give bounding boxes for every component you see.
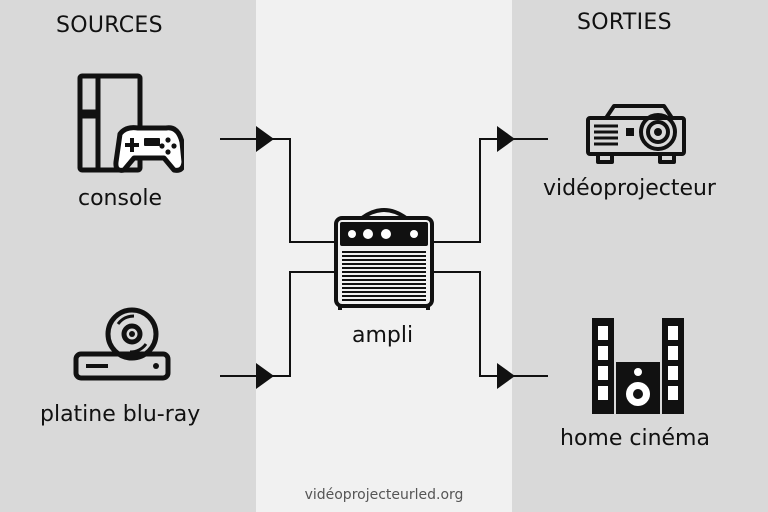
bluray-label: platine blu-ray: [40, 402, 201, 427]
projector-icon: [586, 104, 686, 164]
ampli-label: ampli: [352, 323, 414, 348]
sources-panel: [0, 0, 256, 512]
wire-bluray-to-ampli: [220, 271, 334, 377]
bluray-player-icon: [73, 307, 171, 381]
homecinema-label: home cinéma: [560, 426, 710, 451]
game-console-icon: [77, 73, 184, 173]
projector-label: vidéoprojecteur: [543, 176, 716, 201]
outputs-heading: SORTIES: [577, 10, 672, 35]
arrow-bluray: [256, 363, 274, 389]
wire-console-to-ampli: [220, 138, 334, 243]
footer-credit: vidéoprojecteurled.org: [304, 487, 464, 503]
arrow-console: [256, 126, 274, 152]
wire-ampli-to-projector: [434, 138, 548, 243]
console-label: console: [78, 186, 163, 211]
speaker-system-icon: [592, 318, 684, 414]
wire-ampli-to-homecinema: [434, 271, 548, 377]
sources-heading: SOURCES: [56, 13, 163, 38]
arrow-projector: [497, 126, 515, 152]
outputs-panel: [512, 0, 768, 512]
arrow-homecinema: [497, 363, 515, 389]
amplifier-icon: [334, 208, 434, 310]
